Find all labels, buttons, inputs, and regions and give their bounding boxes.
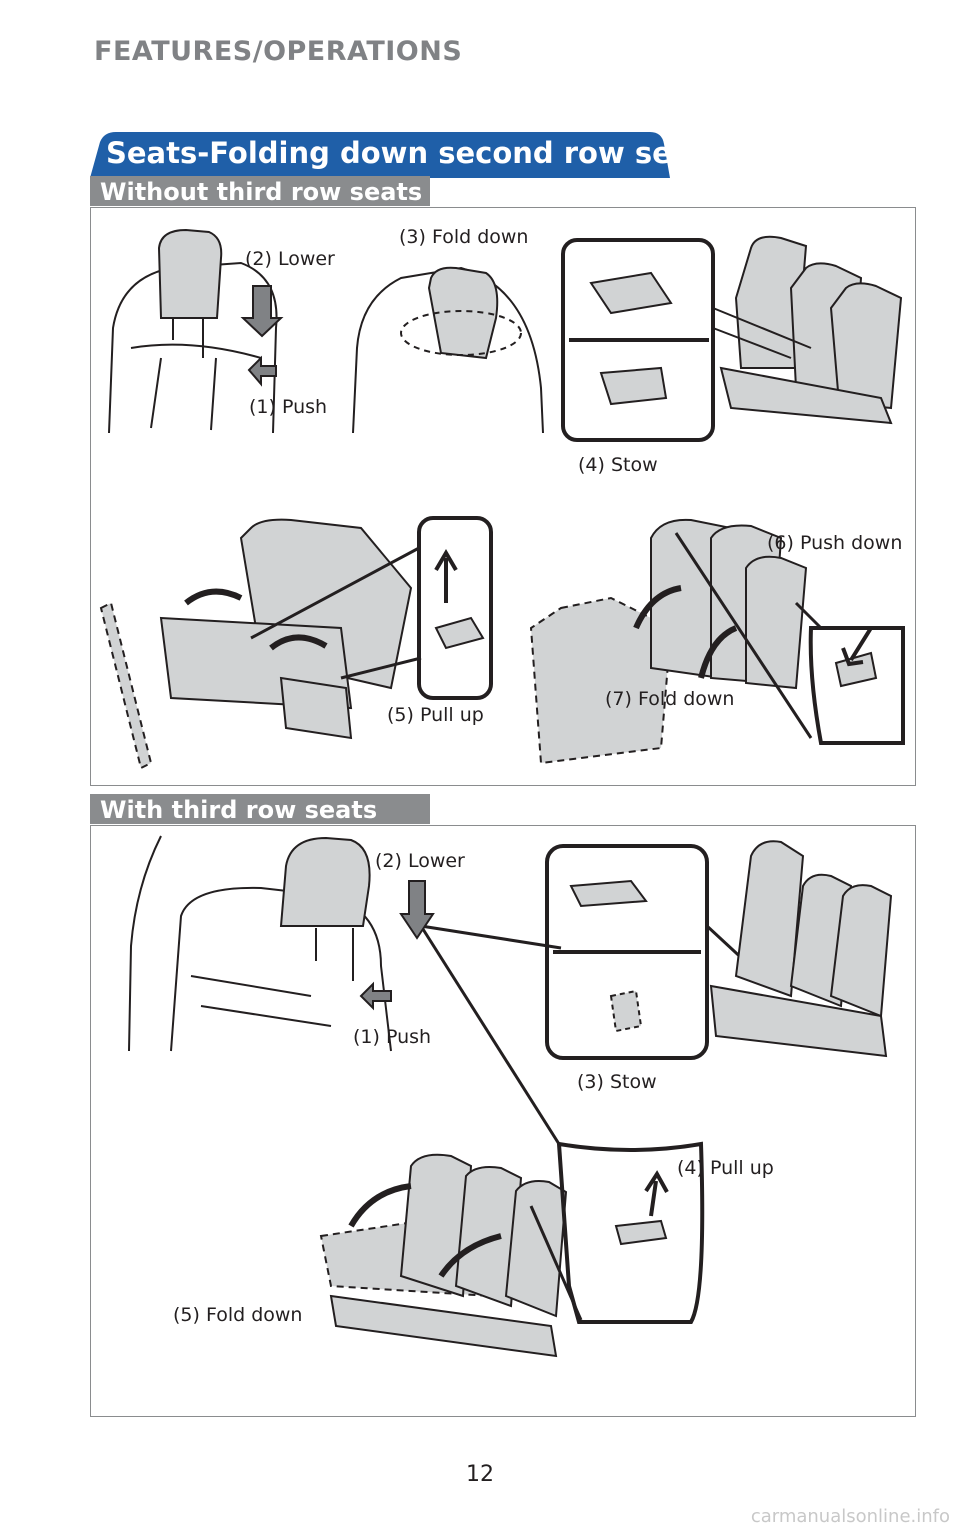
step-label-fold-down-seat: (7) Fold down (605, 688, 735, 710)
step-label-pull-up: (5) Pull up (387, 704, 484, 726)
watermark: carmanualsonline.info (750, 1506, 950, 1527)
step-label-stow: (4) Stow (578, 454, 658, 476)
seat-folding-illustration-without-third-row (99, 228, 905, 770)
subsection-heading-with-third-row: With third row seats (90, 794, 430, 824)
section-header: FEATURES/OPERATIONS (94, 36, 463, 67)
page-number: 12 (466, 1462, 494, 1487)
page-title-tab: Seats-Folding down second row seats (90, 130, 722, 178)
step-label-fold-down: (5) Fold down (173, 1304, 303, 1326)
illustration-panel-without-third-row: (3) Fold down (2) Lower (1) Push (4) Sto… (90, 207, 916, 786)
seat-folding-illustration-with-third-row (128, 835, 893, 1358)
page-title: Seats-Folding down second row seats (106, 136, 723, 170)
step-label-push: (1) Push (353, 1026, 432, 1048)
subsection-heading-text: Without third row seats (100, 178, 423, 206)
subsection-heading-without-third-row: Without third row seats (90, 176, 430, 206)
step-label-push-down: (6) Push down (767, 532, 903, 554)
step-label-fold-down-headrest: (3) Fold down (399, 226, 529, 248)
title-tab-background (90, 132, 670, 178)
illustration-panel-with-third-row: (2) Lower (1) Push (3) Stow (4) Pull up … (90, 825, 916, 1417)
step-label-stow: (3) Stow (577, 1071, 657, 1093)
step-label-push: (1) Push (249, 396, 328, 418)
subsection-heading-text: With third row seats (100, 796, 378, 824)
step-label-lower: (2) Lower (375, 850, 465, 872)
step-label-lower: (2) Lower (245, 248, 335, 270)
step-label-pull-up: (4) Pull up (677, 1157, 774, 1179)
